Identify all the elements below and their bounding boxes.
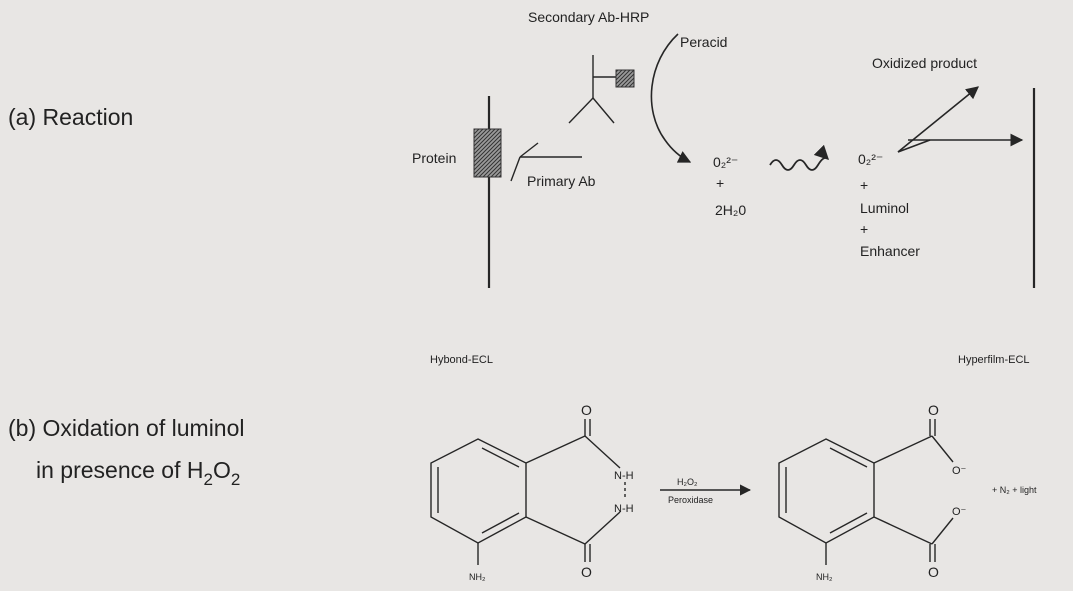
panel-a-title: (a) Reaction (8, 104, 133, 130)
reagent-above: H₂O₂ (677, 477, 698, 487)
primary-antibody (510, 142, 582, 182)
o-minus-lower: O⁻ (952, 506, 967, 518)
plus-1: + (716, 175, 724, 191)
nh2-right: NH₂ (816, 572, 833, 582)
o-bottom-right: O (928, 564, 939, 580)
o-top-left: O (581, 402, 592, 418)
membrane-label: Hybond-ECL (430, 354, 493, 366)
nh-upper: N-H (614, 470, 634, 482)
aminophthalate-structure (778, 419, 954, 565)
o-bottom-left: O (581, 564, 592, 580)
nh-lower: N-H (614, 503, 634, 515)
secondary-antibody (568, 55, 618, 124)
reagent-below: Peroxidase (668, 495, 713, 505)
plus-2: + (860, 177, 868, 193)
secondary-ab-label: Secondary Ab-HRP (528, 9, 649, 25)
wavy-arrow (769, 144, 830, 171)
panel-b-title-line1: (b) Oxidation of luminol (8, 415, 245, 441)
panel-b-title-line2: in presence of H2O2 (36, 457, 240, 489)
o-top-right: O (928, 402, 939, 418)
enhancer-label: Enhancer (860, 243, 920, 259)
luminol-structure (430, 419, 626, 565)
product-arrow-up (897, 86, 979, 153)
superoxide-left: 0₂²⁻ (713, 154, 738, 170)
oxidized-product-label: Oxidized product (872, 55, 977, 71)
peracid-label: Peracid (680, 34, 727, 50)
hrp-block (615, 69, 635, 88)
film-label: Hyperfilm-ECL (958, 354, 1030, 366)
nh2-left: NH₂ (469, 572, 486, 582)
protein-label: Protein (412, 150, 456, 166)
peracid-arrow (650, 33, 692, 163)
o-minus-upper: O⁻ (952, 465, 967, 477)
primary-ab-label: Primary Ab (527, 173, 596, 189)
luminol-label: Luminol (860, 200, 909, 216)
plus-3: + (860, 221, 868, 237)
fork-stem (897, 139, 931, 153)
products-label: + N₂ + light (992, 485, 1037, 495)
protein-block (473, 128, 502, 178)
water-label: 2H₂0 (715, 202, 746, 218)
superoxide-right: 0₂²⁻ (858, 151, 883, 167)
